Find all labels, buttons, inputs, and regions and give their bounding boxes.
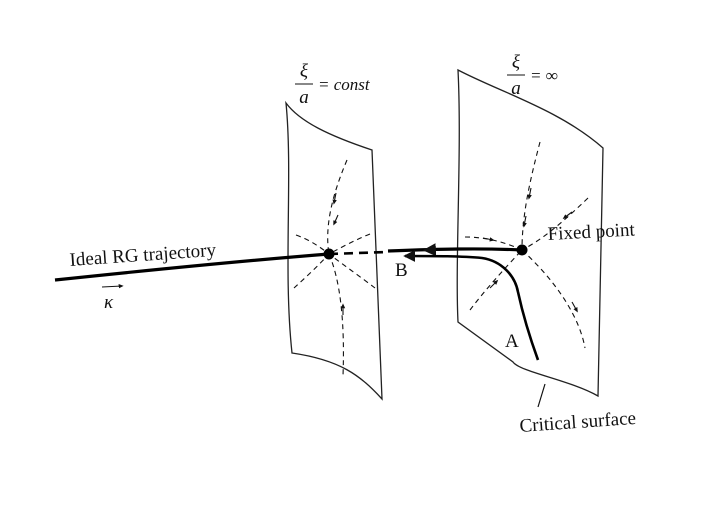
flow-line [328, 253, 344, 377]
critical-plane-flow-arrows [482, 187, 578, 313]
flow-line [328, 233, 371, 255]
arrow-icon [527, 187, 532, 200]
const-plane-flow-arrows [332, 192, 346, 315]
const-plane-flow-lines [293, 159, 376, 377]
kappa-arrow-icon [101, 283, 124, 289]
xi-numerator: ξ [512, 52, 521, 73]
arrow-icon [332, 192, 337, 205]
arrow-icon [562, 211, 573, 219]
flow-line [293, 253, 330, 289]
critical-plane [456, 68, 604, 398]
path-a-to-b [404, 254, 540, 361]
critical-plane-equation: ξ a = ∞ [507, 52, 558, 99]
point-b-label: B [395, 260, 408, 281]
const-rhs: = const [318, 75, 371, 94]
arrow-icon [489, 279, 499, 289]
trajectory-arrow-icon [422, 243, 441, 257]
arrow-icon [333, 214, 339, 226]
fixed-point [516, 244, 528, 256]
xi-numerator: ξ [300, 61, 309, 82]
arrow-icon [482, 237, 495, 242]
critical-surface-label: Critical surface [519, 408, 637, 437]
rg-trajectory-solid-right [387, 247, 523, 253]
kappa-label: κ [104, 292, 114, 313]
flow-line [521, 249, 586, 349]
flow-line [469, 249, 523, 311]
flow-line [521, 197, 589, 251]
critical-surface-pointer [537, 383, 546, 408]
flow-line [521, 141, 541, 251]
point-a-label: A [505, 331, 519, 352]
flow-line [295, 234, 330, 255]
flow-line [327, 159, 348, 255]
fixed-point-label: Fixed point [547, 219, 636, 245]
flow-line [328, 253, 376, 289]
rg-trajectory-solid-left [54, 252, 330, 282]
arrow-icon [571, 301, 578, 313]
infinity-rhs: = ∞ [530, 66, 558, 85]
const-plane-point [323, 248, 335, 260]
a-denominator: a [299, 87, 309, 108]
a-denominator: a [511, 78, 521, 99]
const-plane-equation: ξ a = const [295, 61, 371, 108]
rg-trajectory-dashed-segment [328, 250, 389, 256]
arrow-icon [522, 215, 527, 228]
